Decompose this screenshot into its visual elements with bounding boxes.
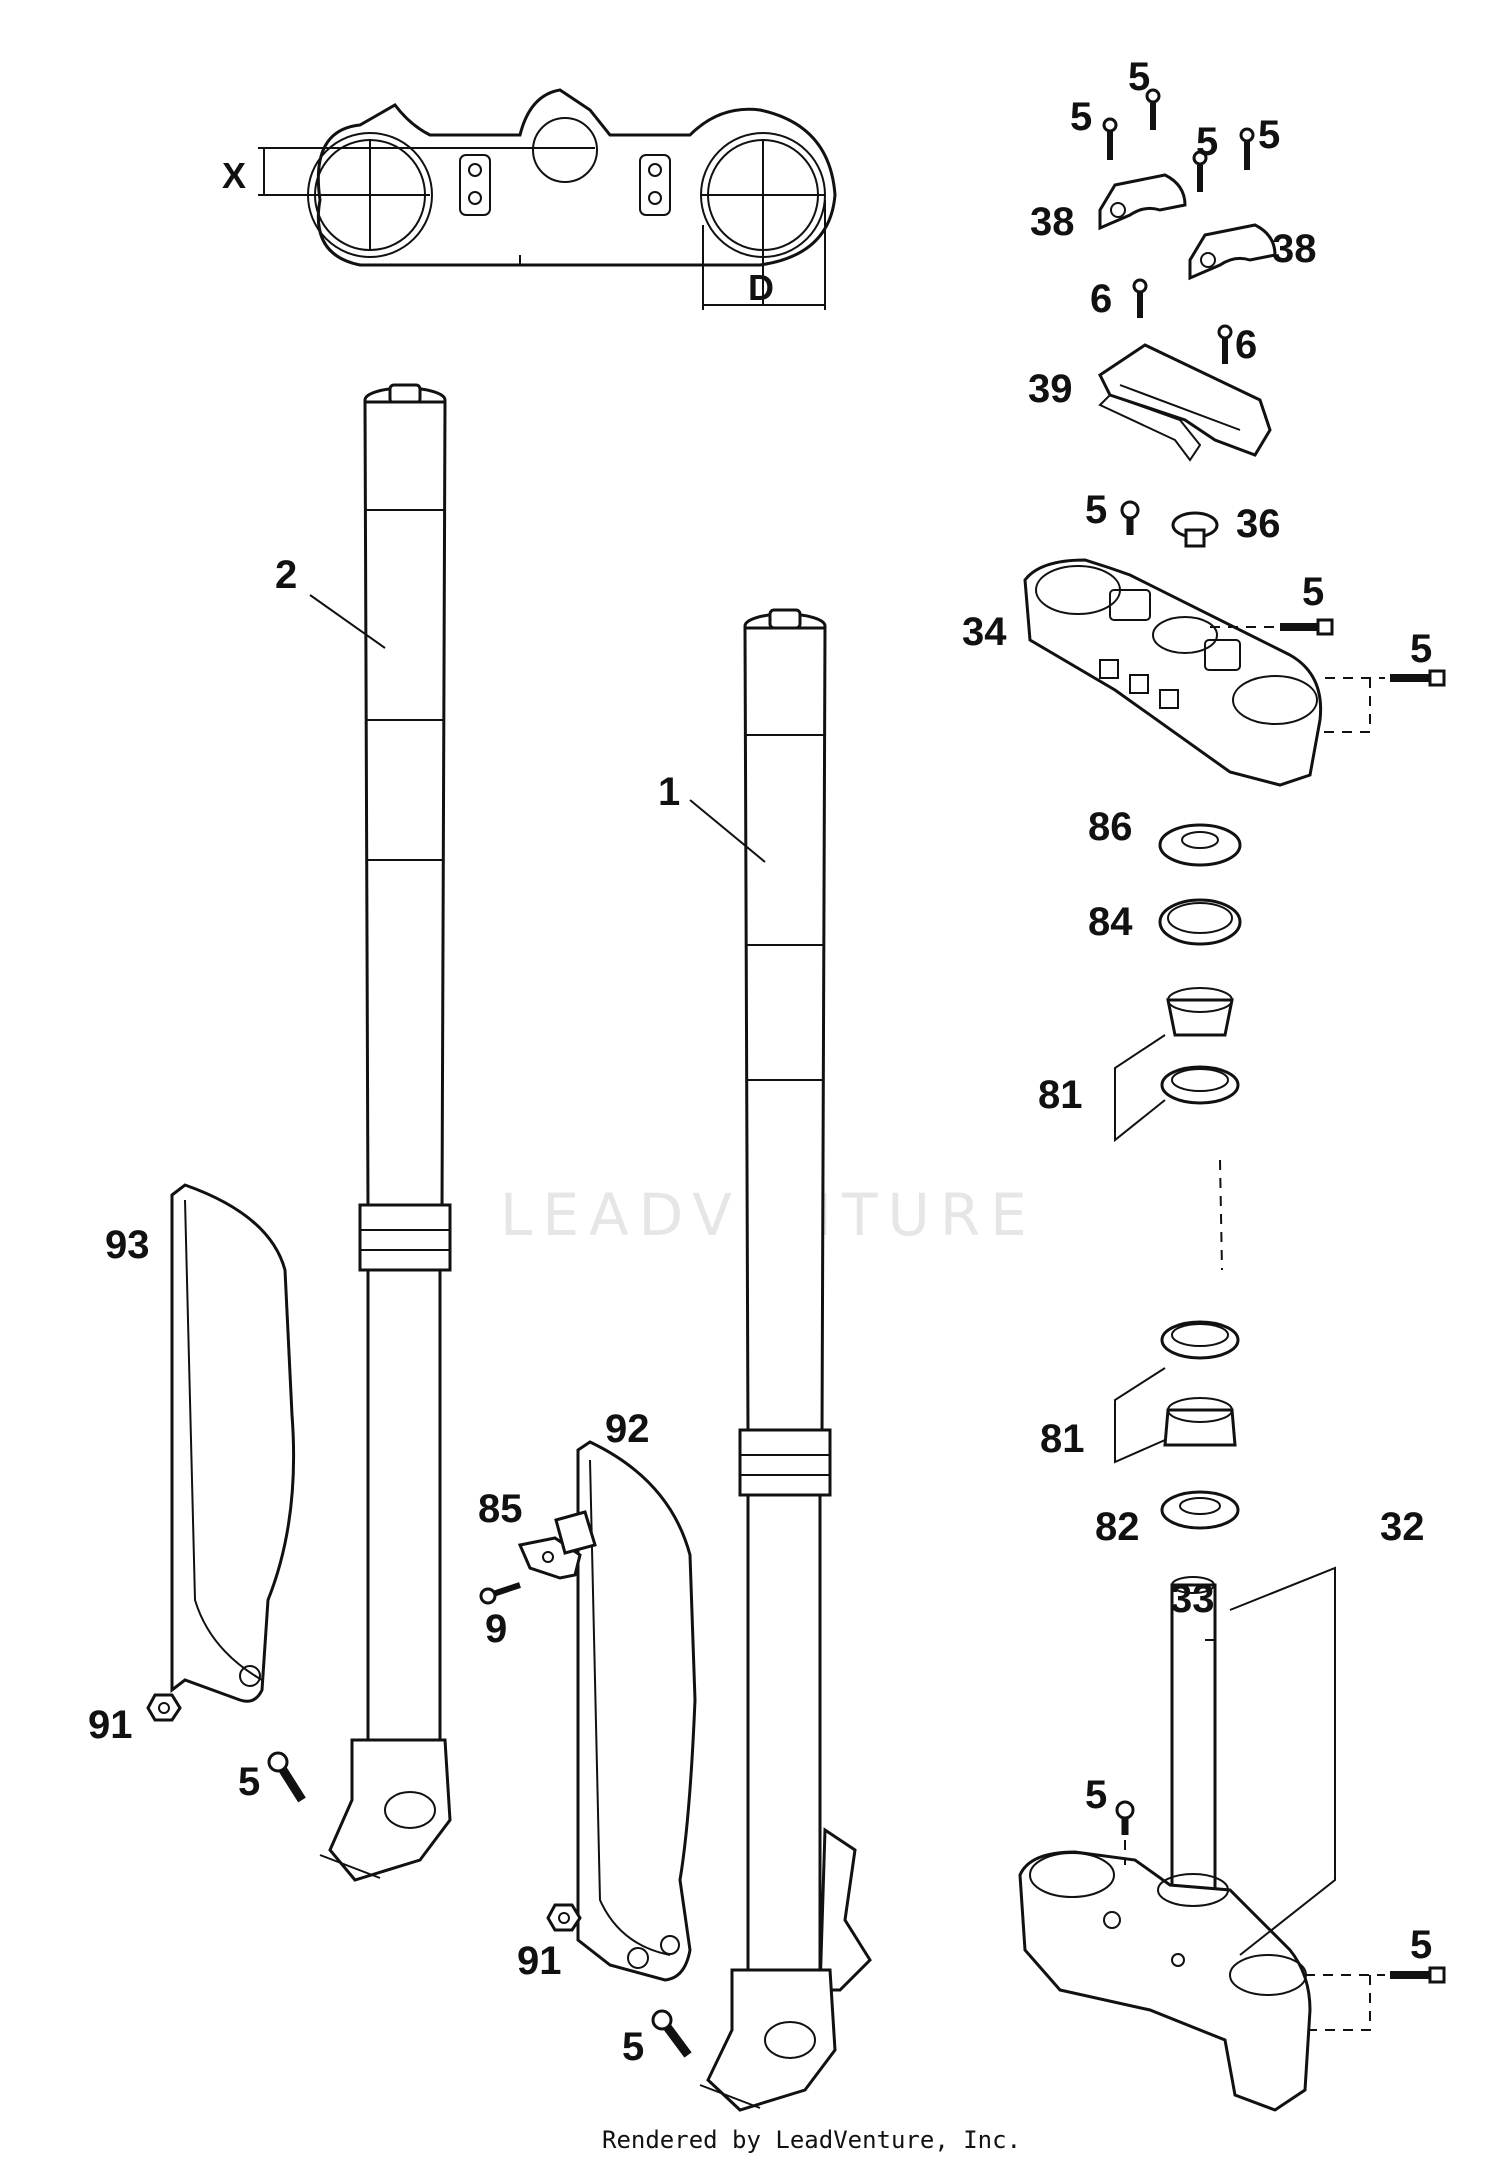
upper-bearing-81 [1160, 987, 1240, 1105]
steering-axis-dash [1219, 1159, 1223, 1271]
callout-34: 34 [962, 610, 1007, 654]
screw-5-clamp-mid [1280, 618, 1334, 636]
callout-5-a: 5 [1070, 95, 1092, 139]
screw-5-right-foot [651, 2009, 692, 2058]
leader-81-lower [1114, 1367, 1166, 1464]
leader-81-upper [1114, 1034, 1166, 1143]
callout-32: 32 [1380, 1505, 1425, 1549]
leader-32 [1229, 1566, 1336, 1956]
callout-5-right-foot: 5 [622, 2025, 644, 2069]
dimension-d-label: D [748, 267, 774, 308]
callout-93: 93 [105, 1223, 150, 1267]
leader-dash-5-i [1305, 1974, 1385, 2031]
callout-5-c: 5 [1196, 120, 1218, 164]
callout-86: 86 [1088, 805, 1133, 849]
screw-5-lower-clamp-side [1390, 1966, 1446, 1984]
screw-9 [479, 1582, 521, 1605]
callout-1: 1 [658, 770, 680, 814]
lower-triple-clamp-32 [1018, 1576, 1312, 2112]
screws-6 [1132, 278, 1233, 364]
callout-5-g: 5 [1410, 627, 1432, 671]
screw-91-right [546, 1903, 582, 1932]
callout-5-f: 5 [1302, 570, 1324, 614]
callout-84: 84 [1088, 900, 1133, 944]
screw-91-left [146, 1693, 182, 1722]
callout-5-d: 5 [1258, 113, 1280, 157]
screw-5-left-foot [267, 1751, 306, 1803]
clamp-base-39 [1098, 343, 1272, 462]
callout-82: 82 [1095, 1505, 1140, 1549]
callout-5-h: 5 [1085, 1773, 1107, 1817]
seal-ring-84 [1158, 898, 1242, 946]
top-triple-clamp-34 [1023, 558, 1323, 787]
clamp-cap-38-left [1098, 173, 1187, 231]
top-nut-36 [1171, 511, 1219, 548]
callout-36: 36 [1236, 502, 1281, 546]
fork-guard-left [170, 1183, 296, 1703]
callout-91-left: 91 [88, 1703, 133, 1747]
leader-1 [689, 799, 766, 863]
seal-82 [1160, 1490, 1240, 1530]
callout-91-right: 91 [517, 1939, 562, 1983]
callout-38-right: 38 [1272, 227, 1317, 271]
fork-leg-right [699, 608, 872, 2112]
screw-5-lower-clamp-top [1115, 1800, 1135, 1835]
lower-bearing-81 [1160, 1320, 1240, 1447]
fork-leg-left [319, 383, 452, 1882]
callout-6-left: 6 [1090, 277, 1112, 321]
callout-38-left: 38 [1030, 200, 1075, 244]
callout-92: 92 [605, 1407, 650, 1451]
dimension-x-label: X [222, 155, 246, 196]
callout-9: 9 [485, 1607, 507, 1651]
dust-seal-86 [1158, 823, 1242, 867]
leader-dash-5-g [1320, 677, 1385, 733]
top-clamp-dimension-view [258, 88, 837, 310]
callout-85: 85 [478, 1487, 523, 1531]
callout-5-e: 5 [1085, 488, 1107, 532]
callout-81-upper: 81 [1038, 1073, 1083, 1117]
callout-81-lower: 81 [1040, 1417, 1085, 1461]
callout-2: 2 [275, 553, 297, 597]
leader-2 [309, 594, 386, 649]
callout-33: 33 [1170, 1577, 1215, 1621]
clip-85 [517, 1510, 597, 1580]
callout-6-right: 6 [1235, 323, 1257, 367]
fork-guard-right [576, 1440, 697, 1982]
callout-39: 39 [1028, 367, 1073, 411]
callout-5-b: 5 [1128, 55, 1150, 99]
screws-5-top-group [1102, 88, 1255, 192]
clamp-cap-38-right [1188, 223, 1277, 281]
footer-credit: Rendered by LeadVenture, Inc. [602, 2126, 1021, 2154]
callout-5-left-foot: 5 [238, 1760, 260, 1804]
screw-5-clamp-top [1120, 500, 1140, 535]
screw-5-clamp-side [1390, 669, 1446, 687]
callout-5-i: 5 [1410, 1923, 1432, 1967]
